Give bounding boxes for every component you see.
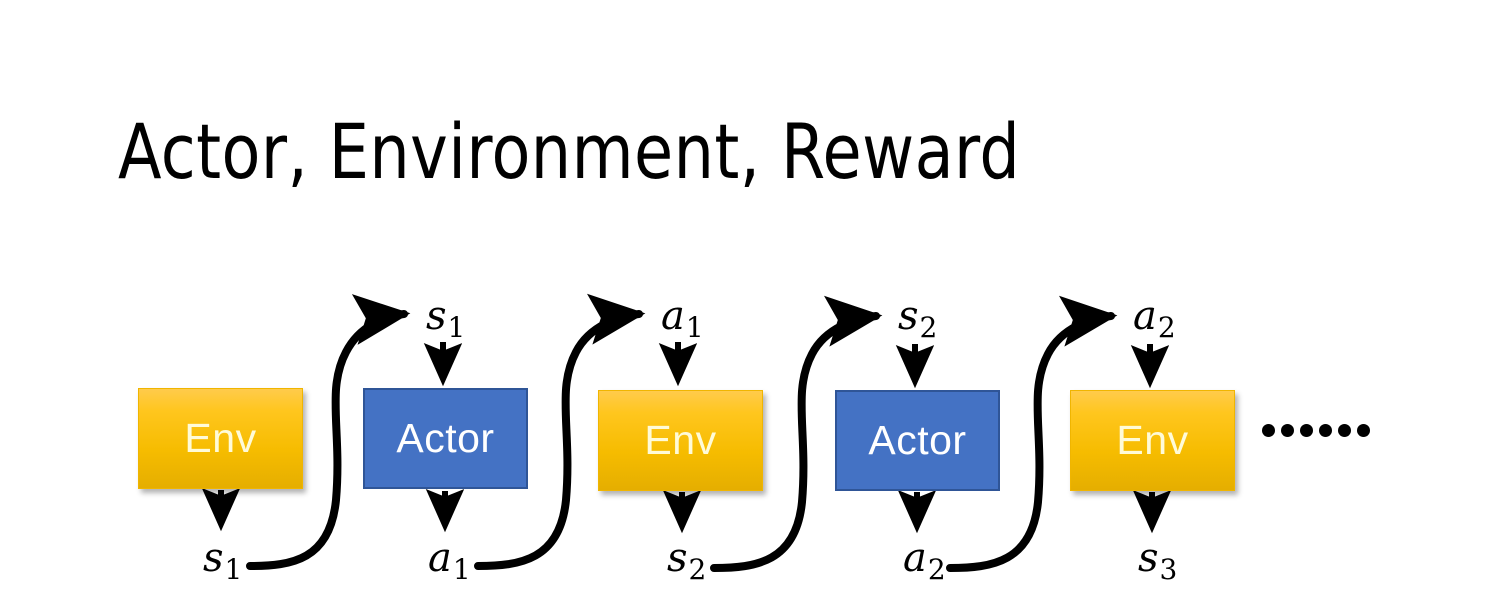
- node-label: Env: [184, 415, 257, 461]
- symbol: a: [661, 293, 685, 339]
- state-label-s2-top: s2: [898, 296, 937, 342]
- action-label-a2-top: a2: [1133, 296, 1176, 342]
- state-label-s1-top: s1: [426, 296, 465, 342]
- ellipsis-dot: [1319, 424, 1332, 437]
- node-actor-2[interactable]: Actor: [835, 390, 1000, 491]
- symbol: a: [428, 535, 452, 581]
- subscript: 2: [688, 553, 707, 587]
- symbol: s: [426, 293, 447, 339]
- node-label: Actor: [868, 417, 967, 463]
- subscript: 1: [447, 311, 466, 345]
- node-label: Env: [644, 417, 717, 463]
- page-title: Actor, Environment, Reward: [118, 107, 1021, 196]
- action-label-a2-bottom: a2: [903, 538, 946, 584]
- subscript: 2: [919, 311, 938, 345]
- subscript: 1: [224, 553, 243, 587]
- ellipsis-dot: [1338, 424, 1351, 437]
- state-label-s2-bottom: s2: [667, 538, 706, 584]
- symbol: s: [667, 535, 688, 581]
- symbol: s: [203, 535, 224, 581]
- ellipsis-dot: [1281, 424, 1294, 437]
- subscript: 1: [452, 553, 471, 587]
- symbol: a: [903, 535, 927, 581]
- node-env-2[interactable]: Env: [598, 390, 763, 491]
- state-label-s1-bottom: s1: [203, 538, 242, 584]
- box-to-label-arrows: [201, 488, 1172, 534]
- node-label: Actor: [396, 415, 495, 461]
- ellipsis-indicator: [1262, 424, 1370, 437]
- state-label-s3-bottom: s3: [1138, 538, 1177, 584]
- symbol: s: [898, 293, 919, 339]
- ellipsis-dot: [1262, 424, 1275, 437]
- subscript: 3: [1159, 553, 1178, 587]
- node-actor-1[interactable]: Actor: [363, 388, 528, 489]
- label-to-box-arrows: [423, 342, 1170, 389]
- subscript: 2: [1157, 311, 1176, 345]
- node-env-1[interactable]: Env: [138, 388, 303, 489]
- symbol: s: [1138, 535, 1159, 581]
- action-label-a1-bottom: a1: [428, 538, 471, 584]
- ellipsis-dot: [1357, 424, 1370, 437]
- symbol: a: [1133, 293, 1157, 339]
- action-label-a1-top: a1: [661, 296, 704, 342]
- node-label: Env: [1116, 417, 1189, 463]
- subscript: 1: [685, 311, 704, 345]
- ellipsis-dot: [1300, 424, 1313, 437]
- node-env-3[interactable]: Env: [1070, 390, 1235, 491]
- subscript: 2: [927, 553, 946, 587]
